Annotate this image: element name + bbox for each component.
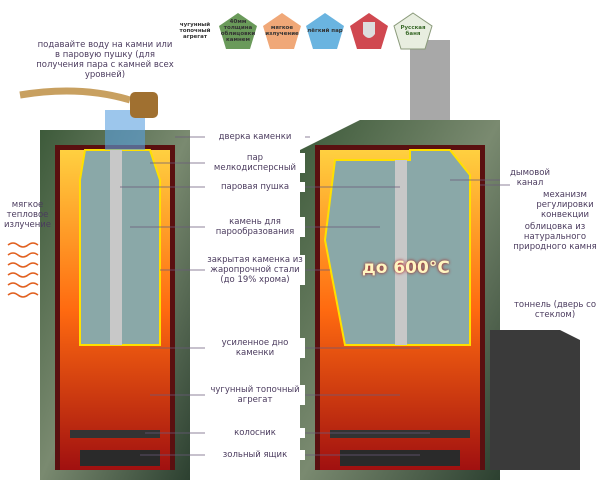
label-reinforced-bottom: усиленное дно каменки [205, 338, 305, 358]
badge-text: чугунный топочный агрегат [179, 22, 211, 40]
badge-soft-radiation: мягкое излучение [262, 12, 302, 50]
tunnel-door [490, 330, 580, 470]
label-steam-stone: камень для парообразования [205, 217, 305, 237]
label-closed-heater: закрытая каменка из жаропрочной стали (д… [205, 255, 305, 285]
badge-shield-icon [349, 12, 389, 50]
right-stove [300, 40, 580, 480]
label-fine-steam: пар мелкодисперсный [205, 153, 305, 173]
badge-text: 40мм толщина облицовки камнем [220, 19, 256, 43]
label-cast-iron-firebox: чугунный топочный агрегат [205, 385, 305, 405]
ladle-icon [19, 87, 158, 118]
badge-text: мягкое излучение [265, 25, 299, 37]
label-grate: колосник [205, 428, 305, 438]
label-ash-box: зольный ящик [205, 450, 305, 460]
badge-text: лёгкий пар [307, 28, 343, 34]
heat-waves-icon [7, 242, 39, 298]
left-stove [40, 110, 190, 480]
badge-russian-banya: Русская баня [393, 12, 433, 50]
label-cladding: облицовка из натурального природного кам… [513, 222, 597, 252]
temperature-label: до 600°С [362, 258, 450, 278]
label-tunnel: тоннель (дверь со стеклом) [513, 300, 597, 320]
label-chimney: дымовой канал [510, 168, 550, 188]
label-radiation: мягкое тепловое излучение [3, 200, 52, 230]
label-steam-gun: паровая пушка [205, 182, 305, 192]
badge-cast-iron: чугунный топочный агрегат [175, 12, 215, 50]
badge-light-steam: лёгкий пар [305, 12, 345, 50]
label-stone-door: дверка каменки [205, 132, 305, 142]
label-water: подавайте воду на камни или в паровую пу… [36, 40, 174, 80]
badge-cladding: 40мм толщина облицовки камнем [218, 12, 258, 50]
label-convection: механизм регулировки конвекции [536, 190, 594, 220]
badge-text: Русская баня [400, 25, 426, 37]
